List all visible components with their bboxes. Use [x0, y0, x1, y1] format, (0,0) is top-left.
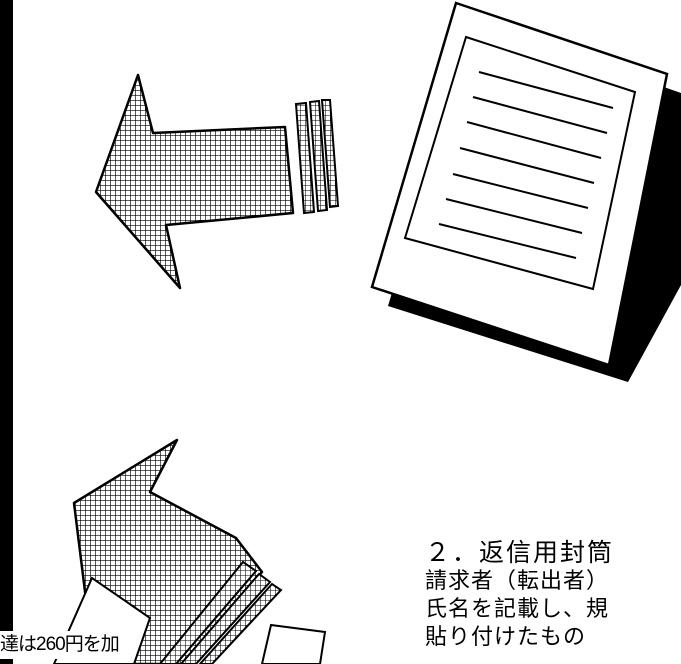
section-heading: ２．返信用封筒: [425, 538, 615, 567]
caption-left-fragment: 達は260円を加: [0, 631, 119, 659]
return-envelope-text: ２．返信用封筒 請求者（転出者） 氏名を記載し、規 貼り付けたもの: [425, 538, 681, 652]
text-line: 請求者（転出者）: [425, 569, 610, 594]
document-icon: [370, 1, 681, 382]
left-edge-bar: [0, 0, 13, 664]
text-line: 貼り付けたもの: [425, 625, 587, 650]
text-line: 氏名を記載し、規: [425, 597, 610, 622]
arrow-left-hatched-icon: [94, 73, 340, 290]
arrow-up-hatched-icon: [52, 438, 327, 664]
